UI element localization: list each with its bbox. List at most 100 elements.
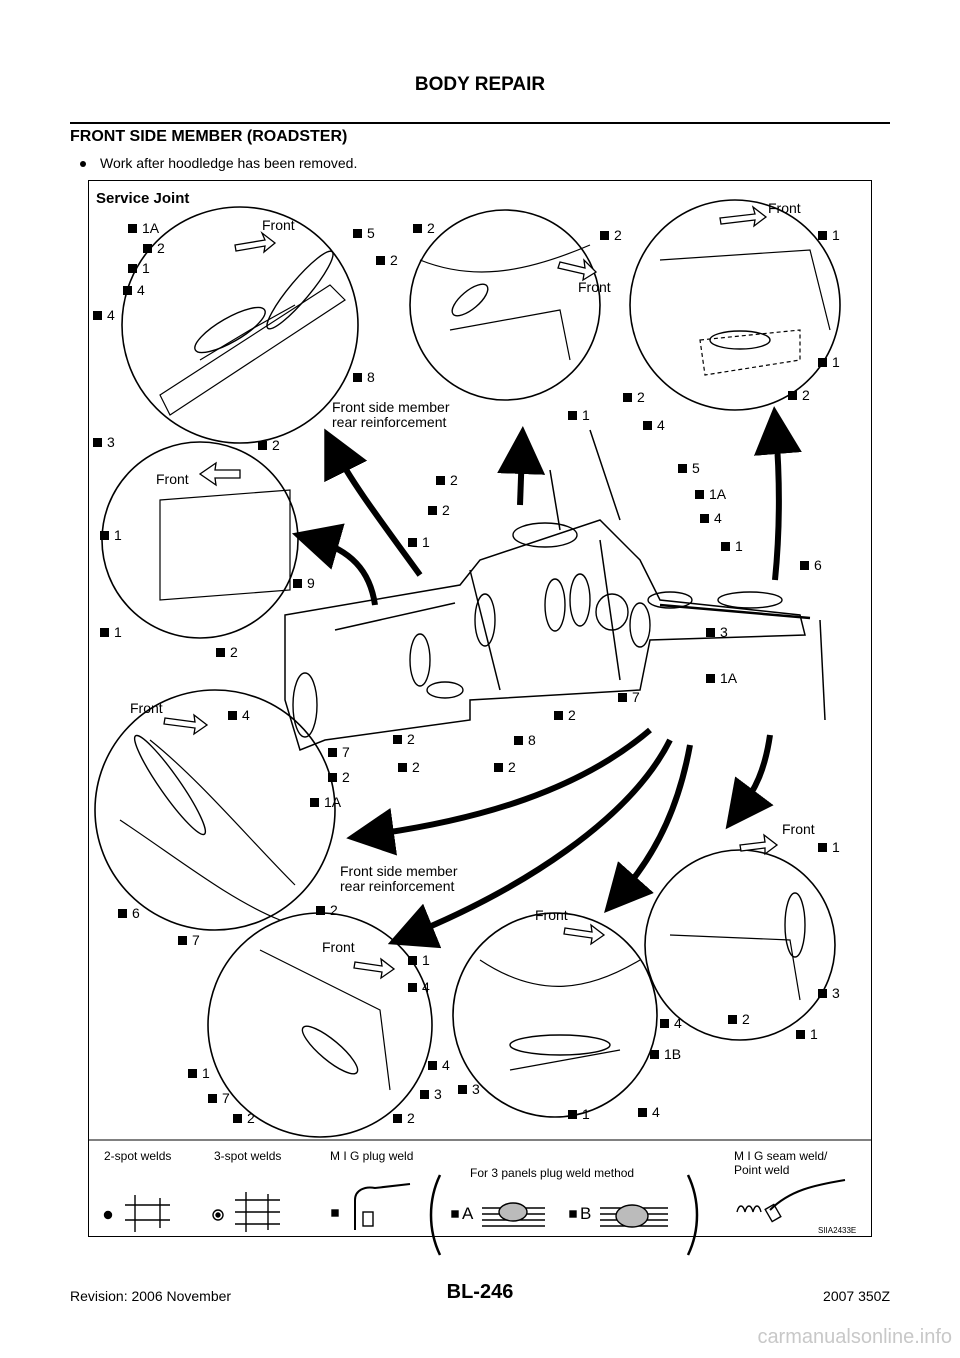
weld-callout: 2 <box>728 1011 750 1027</box>
reinforcement-caption-2b: rear reinforcement <box>340 878 454 894</box>
weld-callout: 3 <box>420 1086 442 1102</box>
weld-marker-icon <box>728 1015 737 1024</box>
detail-circle-top-right <box>629 199 841 411</box>
weld-callout-number: 4 <box>107 307 115 323</box>
weld-callout: 1 <box>408 534 430 550</box>
weld-marker-icon <box>293 579 302 588</box>
legend-seam-1: M I G seam weld/ <box>734 1149 828 1163</box>
weld-marker-icon <box>413 224 422 233</box>
figure-title: Service Joint <box>96 190 189 207</box>
weld-marker-icon <box>328 748 337 757</box>
front-label-8: Front <box>322 939 355 955</box>
weld-callout: 1 <box>818 227 840 243</box>
weld-marker-icon <box>408 983 417 992</box>
weld-marker-icon <box>818 358 827 367</box>
weld-marker-icon <box>123 286 132 295</box>
weld-callout-number: 3 <box>107 434 115 450</box>
weld-callout-number: 2 <box>407 731 415 747</box>
front-label-6: Front <box>782 821 815 837</box>
weld-callout-number: 6 <box>132 905 140 921</box>
weld-callout: 1 <box>818 839 840 855</box>
weld-marker-icon <box>514 736 523 745</box>
weld-callout-number: 4 <box>242 707 250 723</box>
weld-marker-icon <box>796 1030 805 1039</box>
weld-callout-number: 4 <box>442 1057 450 1073</box>
weld-callout-number: 2 <box>742 1011 750 1027</box>
weld-marker-icon <box>258 441 267 450</box>
weld-callout-number: 1B <box>664 1046 681 1062</box>
weld-marker-icon <box>706 628 715 637</box>
weld-callout-number: 1 <box>114 527 122 543</box>
weld-marker-icon <box>310 798 319 807</box>
weld-marker-icon <box>700 514 709 523</box>
weld-callout: 2 <box>554 707 576 723</box>
weld-callout: 7 <box>208 1090 230 1106</box>
legend-label-a: A <box>462 1204 474 1223</box>
bullet-icon <box>80 161 86 168</box>
weld-callout-number: 1 <box>582 407 590 423</box>
weld-callout-number: 4 <box>714 510 722 526</box>
legend-three-spot: 3-spot welds <box>214 1149 281 1163</box>
reinforcement-caption-2a: Front side member <box>340 863 458 879</box>
weld-callout-number: 8 <box>528 732 536 748</box>
weld-marker-icon <box>353 229 362 238</box>
bullet-item: Work after hoodledge has been removed. <box>80 155 357 171</box>
weld-callout: 2 <box>393 1110 415 1126</box>
weld-callout: 1 <box>100 624 122 640</box>
weld-marker-icon <box>818 989 827 998</box>
figure-id: SIIA2433E <box>818 1226 856 1235</box>
weld-callout-number: 1A <box>324 794 342 810</box>
two-spot-dot-icon <box>103 1210 113 1220</box>
weld-callout: 4 <box>700 510 722 526</box>
weld-callout-number: 2 <box>412 759 420 775</box>
weld-callout: 1 <box>188 1065 210 1081</box>
footer-revision: Revision: 2006 November <box>70 1288 232 1304</box>
bracket-open-icon <box>429 1174 442 1256</box>
weld-callout-number: 1 <box>422 952 430 968</box>
weld-callout: 1B <box>650 1046 681 1062</box>
weld-callout: 1 <box>818 354 840 370</box>
weld-marker-icon <box>436 476 445 485</box>
weld-marker-icon <box>93 438 102 447</box>
plug-a-square-icon <box>451 1210 459 1218</box>
weld-callout-number: 1A <box>720 670 738 686</box>
weld-callout-number: 4 <box>137 282 145 298</box>
weld-callout-number: 5 <box>692 460 700 476</box>
weld-callout: 8 <box>353 369 375 385</box>
seam-weld-icon <box>736 1205 762 1213</box>
weld-callout: 5 <box>353 225 375 241</box>
three-spot-icon <box>212 1209 224 1221</box>
weld-marker-icon <box>600 231 609 240</box>
weld-marker-icon <box>353 373 362 382</box>
weld-marker-icon <box>554 711 563 720</box>
mig-plug-hole-icon <box>362 1211 374 1227</box>
weld-callout: 4 <box>638 1104 660 1120</box>
weld-callout-number: 1 <box>832 227 840 243</box>
weld-callout: 2 <box>216 644 238 660</box>
weld-marker-icon <box>678 464 687 473</box>
front-label-7: Front <box>535 907 568 923</box>
weld-marker-icon <box>420 1090 429 1099</box>
weld-marker-icon <box>721 542 730 551</box>
weld-callout-number: 1A <box>142 220 160 236</box>
weld-callout: 2 <box>143 240 165 256</box>
weld-callout-number: 1 <box>832 354 840 370</box>
detail-circle-top-center <box>409 209 601 401</box>
weld-marker-icon <box>216 648 225 657</box>
weld-callout: 3 <box>93 434 115 450</box>
weld-callout: 2 <box>788 387 810 403</box>
weld-marker-icon <box>660 1019 669 1028</box>
weld-callout: 4 <box>123 282 145 298</box>
weld-callout-number: 2 <box>427 220 435 236</box>
detail-circle-lower-left <box>94 689 336 931</box>
weld-marker-icon <box>788 391 797 400</box>
legend-three-panels: For 3 panels plug weld method <box>470 1166 634 1180</box>
weld-callout-number: 4 <box>657 417 665 433</box>
weld-callout-number: 7 <box>342 744 350 760</box>
weld-callout: 4 <box>660 1015 682 1031</box>
front-label-1: Front <box>262 217 295 233</box>
weld-marker-icon <box>128 224 137 233</box>
weld-marker-icon <box>328 773 337 782</box>
two-spot-joint-icon <box>125 1195 170 1232</box>
weld-marker-icon <box>408 956 417 965</box>
